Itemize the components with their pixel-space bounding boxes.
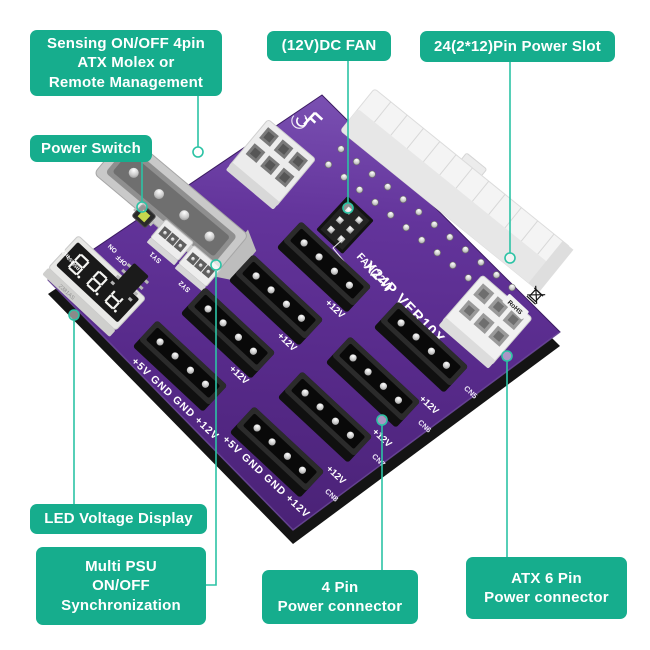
svg-text:R56: R56 xyxy=(71,260,82,271)
weee-bin-icon xyxy=(526,285,546,305)
atx6-connector xyxy=(439,275,532,368)
callout-lines xyxy=(68,61,516,586)
brand-logo xyxy=(291,111,324,129)
marker-sync xyxy=(210,259,222,271)
svg-text:R52: R52 xyxy=(56,242,67,253)
callout-sensing-line3: Remote Management xyxy=(48,73,204,91)
atx24-power-slot xyxy=(324,89,574,307)
marker-sensing xyxy=(192,146,204,158)
marker-power-switch xyxy=(136,201,148,213)
svg-text:R51: R51 xyxy=(61,248,72,259)
marker-fan xyxy=(342,202,354,214)
led-voltage-display: 2381AS xyxy=(43,236,145,337)
white-6pin-connector-top xyxy=(226,120,315,209)
callout-sensing-line2: ATX Molex or xyxy=(77,54,175,72)
callout-power-switch: Power Switch xyxy=(30,135,152,162)
marker-slot xyxy=(504,252,516,264)
svg-text:R50: R50 xyxy=(66,254,77,265)
callout-multi-psu: Multi PSU ON/OFF Synchronization xyxy=(36,547,206,625)
silkscreen-on: ON xyxy=(107,242,119,254)
callout-led-display: LED Voltage Display xyxy=(30,504,207,534)
pcb-bevel-highlight xyxy=(47,279,561,531)
marker-4pin xyxy=(376,414,388,426)
marker-atx6 xyxy=(501,350,513,362)
resistor-silkscreen: R52 R51 R50 R56 xyxy=(56,242,82,271)
callout-4pin: 4 Pin Power connector xyxy=(262,570,418,624)
driver-ic xyxy=(110,262,150,302)
marker-led xyxy=(68,309,80,321)
callout-dc-fan: (12V)DC FAN xyxy=(267,31,391,61)
callout-atx6: ATX 6 Pin Power connector xyxy=(466,557,627,619)
callout-power-slot: 24(2*12)Pin Power Slot xyxy=(420,31,615,62)
atx24-pin-field xyxy=(324,145,516,307)
callout-sensing: Sensing ON/OFF 4pin ATX Molex or Remote … xyxy=(30,30,222,96)
callout-sensing-line1: Sensing ON/OFF 4pin xyxy=(47,34,205,52)
